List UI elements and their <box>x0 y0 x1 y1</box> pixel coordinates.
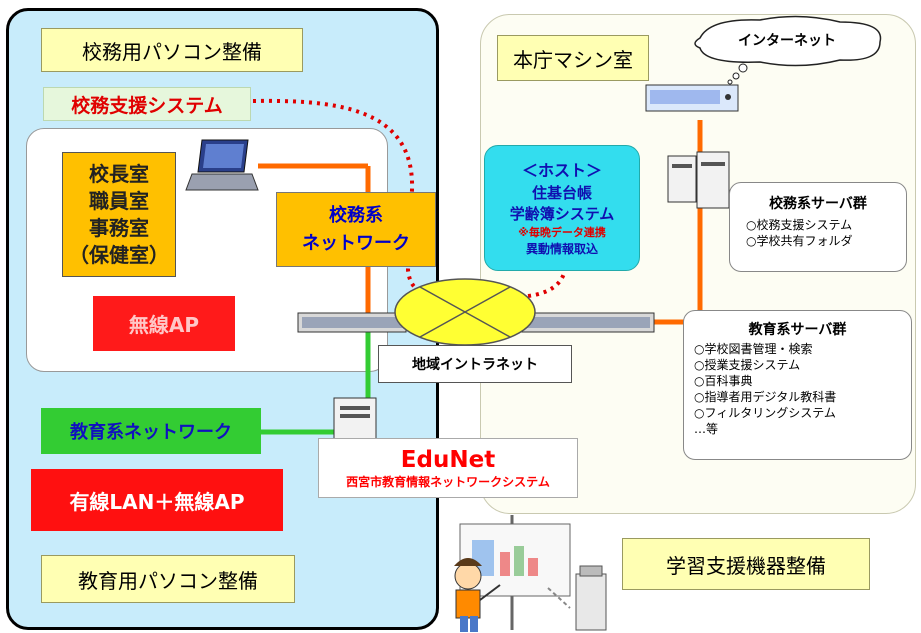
room-principal: 校長室 <box>89 161 149 186</box>
edu-pc-title: 教育用パソコン整備 <box>41 555 295 603</box>
edunet-subtitle: 西宮市教育情報ネットワークシステム <box>346 475 550 489</box>
host-link <box>527 269 567 298</box>
host-line1: 住基台帳 <box>531 184 592 202</box>
edu-servers-box: 教育系サーバ群 ○学校図書管理・検索 ○授業支援システム ○百科事典 ○指導者用… <box>683 310 912 460</box>
host-box: ＜ホスト＞ 住基台帳 学齢簿システム ※毎晩データ連携 異動情報取込 <box>484 145 640 271</box>
host-note1: ※毎晩データ連携 <box>518 226 606 239</box>
edu-server-item: ○授業支援システム <box>694 358 801 372</box>
rooms-box: 校長室 職員室 事務室 （保健室） <box>62 152 176 277</box>
teacher-projector-illustration <box>454 515 607 632</box>
school-network-box: 校務系 ネットワーク <box>276 192 436 267</box>
support-system-link <box>252 98 426 294</box>
edu-server-item: ○学校図書管理・検索 <box>694 342 813 356</box>
edu-server-item: ○フィルタリングシステム <box>694 406 836 420</box>
edunet-box: EduNet 西宮市教育情報ネットワークシステム <box>318 438 578 498</box>
edunet-title: EduNet <box>400 447 496 473</box>
school-network-line2: ネットワーク <box>302 232 410 254</box>
host-note2: 異動情報取込 <box>525 242 598 256</box>
machine-room-title: 本庁マシン室 <box>497 35 649 81</box>
school-network-line1: 校務系 <box>329 204 383 226</box>
school-server-item: ○校務支援システム <box>746 218 853 232</box>
school-support-system-label: 校務支援システム <box>43 87 251 121</box>
switch-left-ports <box>302 317 402 328</box>
internet-label: インターネット <box>738 33 836 49</box>
admin-pc-title: 校務用パソコン整備 <box>41 28 303 72</box>
wireless-ap-box: 無線AP <box>93 296 235 351</box>
switch-right-ports <box>524 317 650 328</box>
router-icon <box>645 84 739 112</box>
laptop-icon <box>185 139 259 191</box>
host-line2: 学齢簿システム <box>509 205 615 223</box>
regional-intranet-label: 地域イントラネット <box>378 345 572 383</box>
school-server-item: ○学校共有フォルダ <box>746 234 853 248</box>
school-servers-title: 校務系サーバ群 <box>769 196 867 212</box>
room-staff: 職員室 <box>89 188 149 213</box>
learning-support-title: 学習支援機器整備 <box>622 538 870 590</box>
edu-server-item: ○指導者用デジタル教科書 <box>694 390 837 404</box>
edu-servers-title: 教育系サーバ群 <box>748 322 847 338</box>
room-health: （保健室） <box>69 242 169 267</box>
wired-lan-box: 有線LAN＋無線AP <box>31 469 283 531</box>
school-server-icon <box>667 151 730 209</box>
host-title: ＜ホスト＞ <box>521 161 602 180</box>
education-network-label: 教育系ネットワーク <box>41 408 261 454</box>
school-servers-box: 校務系サーバ群 ○校務支援システム ○学校共有フォルダ <box>729 182 907 272</box>
internet-cloud-icon <box>694 15 882 85</box>
edu-server-item: …等 <box>694 422 719 436</box>
edu-server-item: ○百科事典 <box>694 374 753 388</box>
room-office: 事務室 <box>89 215 149 240</box>
